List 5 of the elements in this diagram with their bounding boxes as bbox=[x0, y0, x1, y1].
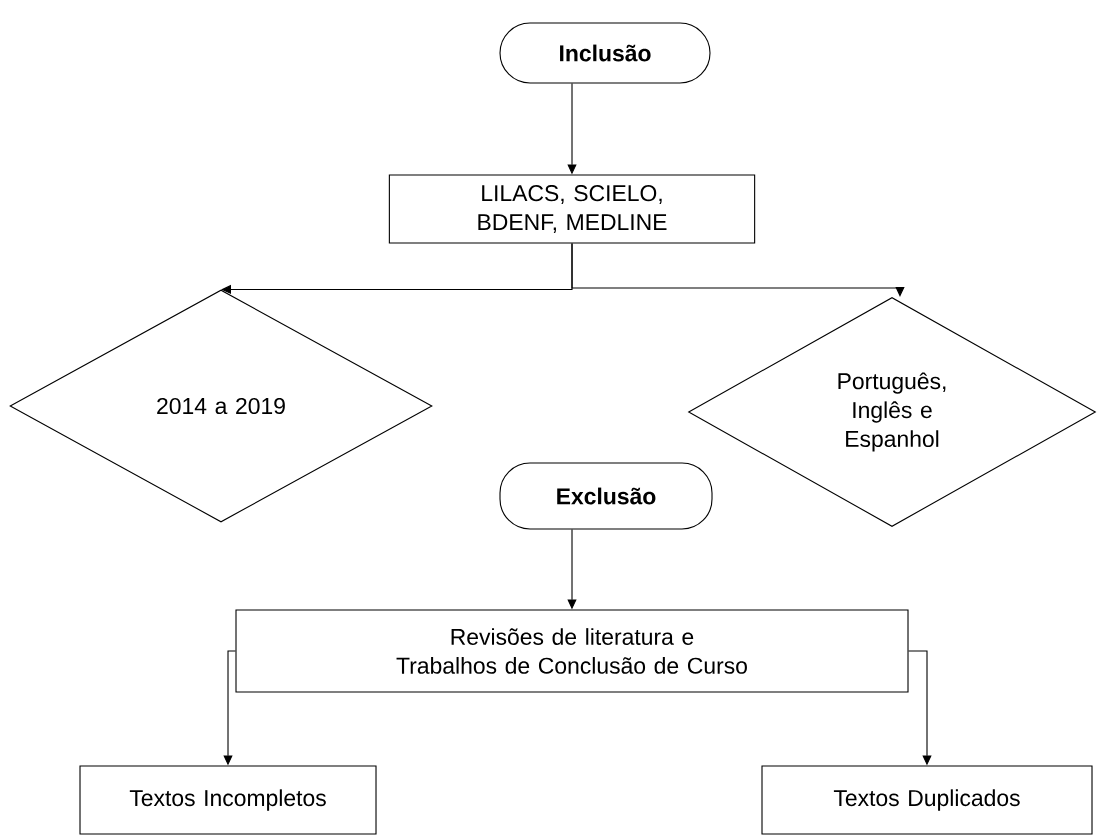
process-box: Revisões de literatura e Trabalhos de Conclusão de Curso bbox=[235, 609, 909, 693]
process-box: Textos Incompletos bbox=[79, 765, 377, 835]
process-box: LILACS, SCIELO, BDENF, MEDLINE bbox=[388, 174, 756, 244]
arrow bbox=[571, 243, 905, 297]
process-box: Textos Duplicados bbox=[761, 765, 1093, 835]
